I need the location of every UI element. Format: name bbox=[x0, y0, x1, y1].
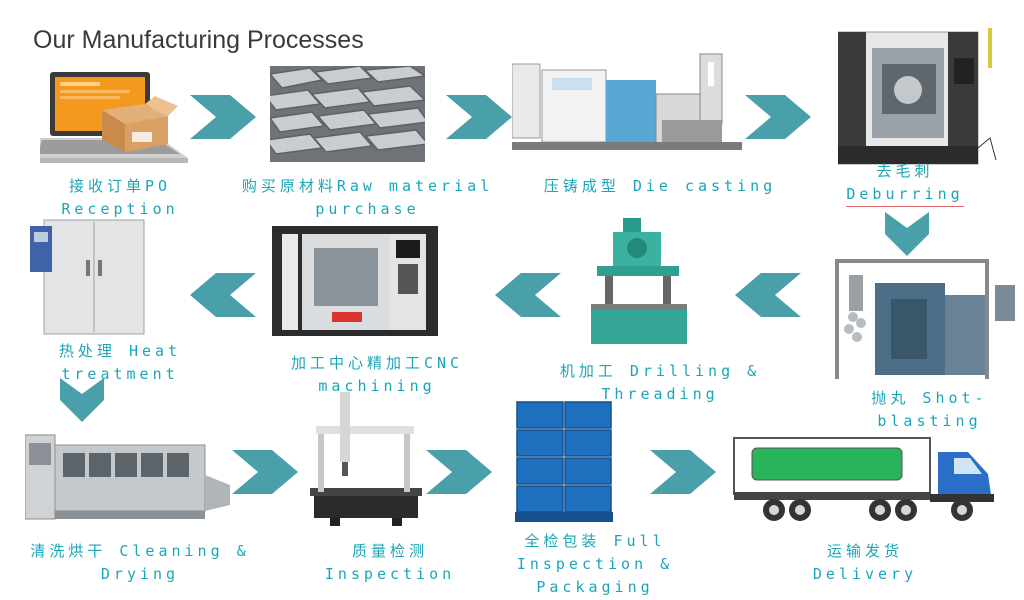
laptop-image bbox=[40, 68, 190, 166]
drilling-machine-image bbox=[583, 218, 693, 346]
arrow-left-icon bbox=[735, 273, 801, 317]
arrow-left-icon bbox=[190, 273, 256, 317]
arrow-right-icon bbox=[650, 450, 716, 494]
step-label-shot-blasting: 抛丸 Shot-blasting bbox=[871, 389, 988, 430]
step-label-drilling-threading: 机加工 Drilling &Threading bbox=[559, 362, 761, 403]
heat-treatment-oven-image bbox=[30, 216, 150, 338]
shot-blasting-machine-image bbox=[835, 255, 1015, 380]
cmm-inspection-machine-image bbox=[300, 392, 430, 530]
cleaning-line-image bbox=[25, 425, 230, 533]
blue-crates-image bbox=[513, 400, 613, 525]
step-label-die-casting: 压铸成型 Die casting bbox=[543, 177, 777, 195]
page-title: Our Manufacturing Processes bbox=[33, 26, 364, 54]
arrow-right-icon bbox=[446, 95, 512, 139]
arrow-right-icon bbox=[426, 450, 492, 494]
cnc-machining-center-image bbox=[272, 220, 442, 342]
arrow-left-icon bbox=[495, 273, 561, 317]
step-label-cleaning-drying: 清洗烘干 Cleaning &Drying bbox=[30, 542, 250, 583]
arrow-right-icon bbox=[190, 95, 256, 139]
arrow-right-icon bbox=[232, 450, 298, 494]
arrow-right-icon bbox=[745, 95, 811, 139]
delivery-truck-image bbox=[730, 430, 998, 526]
deburring-machine-image bbox=[838, 28, 998, 168]
arrow-down-icon bbox=[885, 212, 929, 256]
aluminium-ingots-image bbox=[270, 66, 425, 162]
die-casting-machine-image bbox=[512, 50, 742, 168]
arrow-down-icon bbox=[60, 378, 104, 422]
